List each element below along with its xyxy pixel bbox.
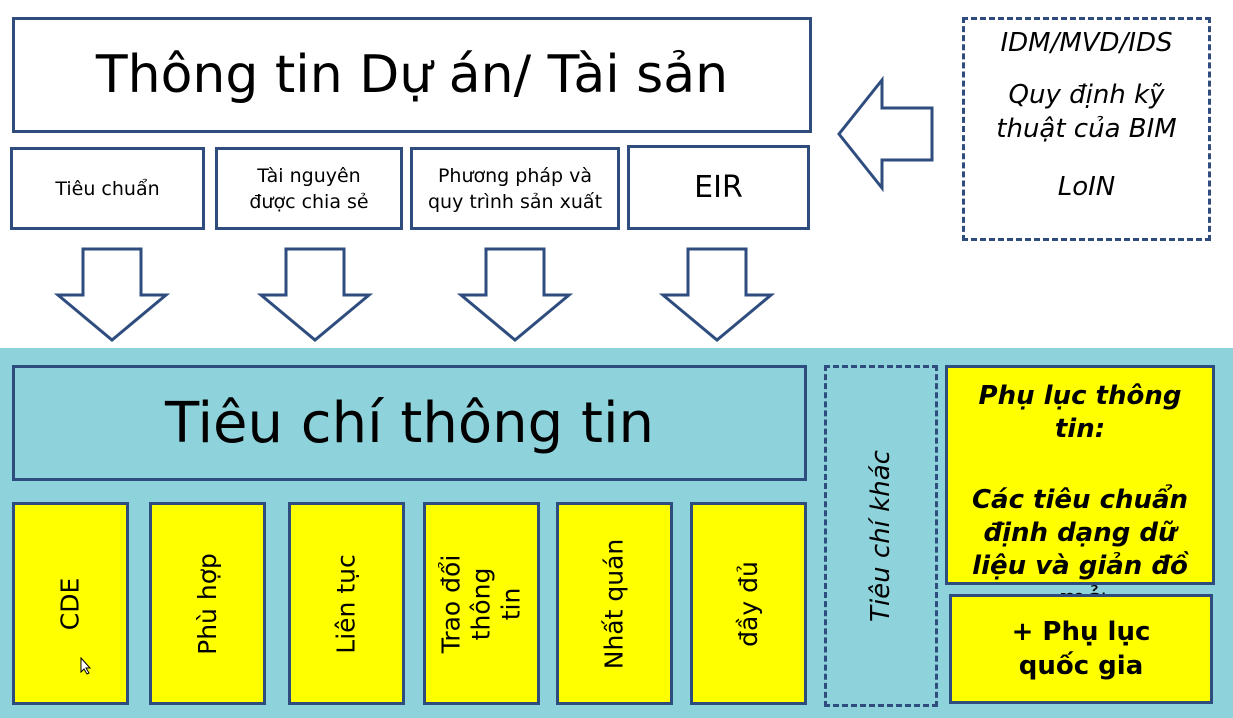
annex-info-box: Phụ lục thông tin: Các tiêu chuẩn định d…	[945, 365, 1215, 614]
bim-spec-line-rules: Quy định kỹ thuật của BIM	[996, 80, 1177, 144]
criterion-consistency-label: Nhất quán	[599, 538, 629, 669]
category-methods-processes: Phương pháp và quy trình sản xuất	[410, 147, 620, 230]
down-arrow-icon	[658, 247, 776, 342]
mouse-cursor-icon	[80, 657, 92, 675]
annex-info-title: Phụ lục thông tin:	[978, 381, 1182, 444]
criterion-fit-label: Phù hợp	[192, 552, 222, 655]
information-criteria-box: Tiêu chí thông tin	[12, 365, 807, 481]
category-eir-label: EIR	[694, 170, 743, 205]
other-criteria-label: Tiêu chí khác	[866, 450, 896, 622]
bim-spec-line-idm: IDM/MVD/IDS	[1000, 28, 1173, 58]
project-asset-info-box: Thông tin Dự án/ Tài sản	[12, 17, 812, 133]
criterion-continuity-label: Liên tục	[331, 553, 361, 654]
down-arrow-icon	[256, 247, 374, 342]
category-shared-resources-label: Tài nguyên được chia sẻ	[249, 164, 369, 213]
down-arrow-icon	[53, 247, 171, 342]
left-arrow-icon	[837, 75, 934, 193]
category-standards: Tiêu chuẩn	[10, 147, 205, 230]
criterion-cde: CDE	[12, 502, 129, 705]
criterion-continuity: Liên tục	[288, 502, 405, 705]
other-criteria-box: Tiêu chí khác	[824, 365, 938, 707]
criterion-fit: Phù hợp	[149, 502, 266, 705]
national-annex-box: + Phụ lục quốc gia	[949, 594, 1213, 704]
criterion-info-exchange: Trao đổi thông tin	[423, 502, 540, 705]
bim-spec-line-loin: LoIN	[1057, 172, 1116, 202]
project-asset-info-title: Thông tin Dự án/ Tài sản	[95, 45, 729, 105]
category-methods-processes-label: Phương pháp và quy trình sản xuất	[427, 164, 603, 213]
category-eir: EIR	[627, 145, 810, 230]
criterion-completeness: đầy đủ	[690, 502, 807, 705]
bim-spec-note: IDM/MVD/IDS Quy định kỹ thuật của BIM Lo…	[962, 17, 1211, 241]
criterion-cde-label: CDE	[55, 577, 85, 630]
information-criteria-title: Tiêu chí thông tin	[165, 390, 654, 456]
category-shared-resources: Tài nguyên được chia sẻ	[215, 147, 403, 230]
criterion-consistency: Nhất quán	[556, 502, 673, 705]
down-arrow-icon	[456, 247, 574, 342]
criterion-info-exchange-label: Trao đổi thông tin	[436, 554, 526, 653]
criterion-completeness-label: đầy đủ	[733, 560, 763, 647]
national-annex-label: + Phụ lục quốc gia	[1011, 617, 1151, 681]
category-standards-label: Tiêu chuẩn	[55, 177, 160, 200]
